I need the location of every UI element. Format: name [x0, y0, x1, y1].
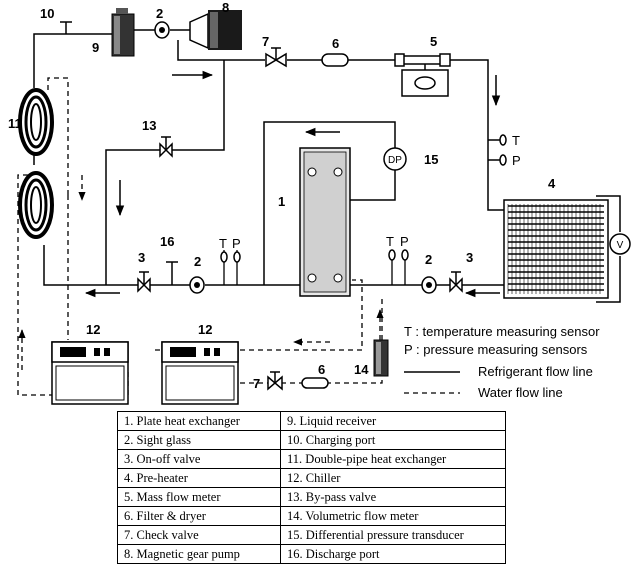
label-7-top: 7	[262, 34, 269, 49]
liquid-receiver-icon	[111, 8, 135, 57]
legend-water: Water flow line	[478, 385, 563, 400]
label-13: 13	[142, 118, 156, 133]
table-cell: 2. Sight glass	[117, 430, 281, 450]
label-t-bottom: T	[219, 236, 227, 251]
check-valve-bottom-icon	[267, 371, 283, 391]
label-8: 8	[222, 0, 229, 15]
sensors-right	[499, 134, 507, 166]
charging-port-icon	[60, 21, 72, 34]
label-1: 1	[278, 194, 285, 209]
label-6-top: 6	[332, 36, 339, 51]
label-2-top: 2	[156, 6, 163, 21]
label-p-bottom: P	[232, 236, 241, 251]
table-cell: 10. Charging port	[280, 430, 506, 450]
table-cell: 7. Check valve	[117, 525, 281, 545]
sensor-letters: T P T P T P DP V	[219, 133, 624, 251]
table-cell: 11. Double-pipe heat exchanger	[280, 449, 506, 469]
label-16: 16	[160, 234, 174, 249]
label-12-left: 12	[86, 322, 100, 337]
chiller-left-icon	[51, 341, 129, 405]
table-cell: 6. Filter & dryer	[117, 506, 281, 526]
table-cell: 8. Magnetic gear pump	[117, 544, 281, 564]
double-pipe-heat-exchanger-icon	[18, 88, 54, 239]
discharge-port-icon	[166, 261, 178, 285]
sight-glass-bottom-icon	[189, 276, 205, 294]
filter-dryer-bottom-icon	[301, 377, 329, 389]
sensors-mid	[388, 249, 409, 285]
refrigerant-lines	[33, 29, 504, 286]
dp-transducer-icon	[383, 147, 407, 171]
chiller-right-icon	[161, 341, 239, 405]
label-t-right: T	[512, 133, 520, 148]
label-11: 11	[8, 116, 22, 131]
table-cell: 1. Plate heat exchanger	[117, 411, 281, 431]
component-numbers: 10 9 2 8 7 6 5 11 13 15 4 1 16 3 2 2 3 1…	[8, 0, 556, 391]
filter-dryer-top-icon	[321, 53, 349, 67]
table-cell: 4. Pre-heater	[117, 468, 281, 488]
legend-p: P : pressure measuring sensors	[404, 342, 588, 357]
label-v: V	[617, 240, 624, 251]
plate-heat-exchanger-icon	[299, 147, 351, 297]
label-2-right: 2	[425, 252, 432, 267]
label-t-mid: T	[386, 234, 394, 249]
label-p-right: P	[512, 153, 521, 168]
label-12-right: 12	[198, 322, 212, 337]
table-cell: 9. Liquid receiver	[280, 411, 506, 431]
label-6-bottom: 6	[318, 362, 325, 377]
flow-arrows	[18, 70, 501, 370]
sight-glass-right-icon	[421, 276, 437, 294]
table-cell: 3. On-off valve	[117, 449, 281, 469]
on-off-valve-bottom-icon	[137, 271, 151, 293]
label-5: 5	[430, 34, 437, 49]
table-cell: 14. Volumetric flow meter	[280, 506, 506, 526]
label-7-bottom: 7	[253, 376, 260, 391]
legend-t: T : temperature measuring sensor	[404, 324, 600, 339]
label-9: 9	[92, 40, 99, 55]
table-cell: 13. By-pass valve	[280, 487, 506, 507]
pre-heater-icon	[503, 195, 631, 303]
label-2-bottom: 2	[194, 254, 201, 269]
volumetric-flow-meter-icon	[373, 339, 389, 377]
table-cell: 16. Discharge port	[280, 544, 506, 564]
mass-flow-meter-icon	[394, 53, 451, 97]
bypass-valve-icon	[159, 136, 173, 158]
label-p-mid: P	[400, 234, 409, 249]
label-dp: DP	[388, 155, 402, 166]
table-cell: 5. Mass flow meter	[117, 487, 281, 507]
label-3-right: 3	[466, 250, 473, 265]
label-15: 15	[424, 152, 438, 167]
table-cell: 15. Differential pressure transducer	[280, 525, 506, 545]
label-14: 14	[354, 362, 369, 377]
sensors-bottom	[220, 250, 241, 285]
gear-pump-icon	[189, 10, 242, 50]
check-valve-top-icon	[265, 47, 287, 68]
legend-refrigerant: Refrigerant flow line	[478, 364, 593, 379]
label-3-bottom: 3	[138, 250, 145, 265]
label-4: 4	[548, 176, 556, 191]
sight-glass-top-icon	[154, 21, 170, 39]
legend: T : temperature measuring sensor P : pre…	[404, 324, 600, 400]
label-10: 10	[40, 6, 54, 21]
schematic-diagram: 10 9 2 8 7 6 5 11 13 15 4 1 16 3 2 2 3 1…	[8, 0, 631, 405]
on-off-valve-right-icon	[449, 271, 463, 293]
table-cell: 12. Chiller	[280, 468, 506, 488]
